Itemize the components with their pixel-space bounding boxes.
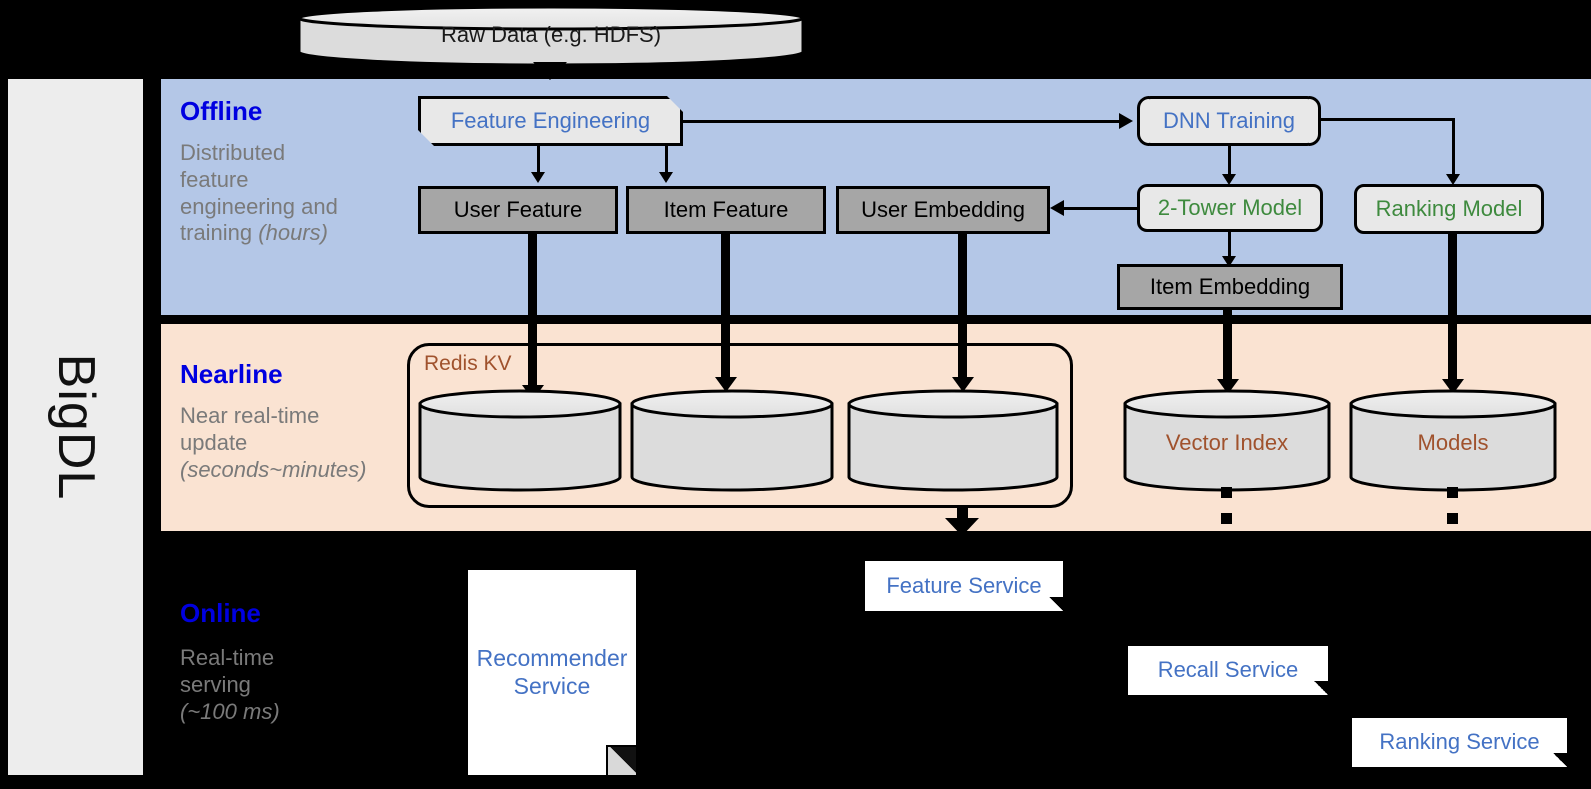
- online-title: Online: [180, 598, 261, 628]
- connector-redis-featureservice-arrow: [945, 518, 979, 536]
- item-feature-label: Item Feature: [663, 197, 789, 222]
- vector-index-label: Vector Index: [1165, 429, 1289, 455]
- document-fold-icon: [1553, 753, 1567, 767]
- two-tower-model-label: 2-Tower Model: [1157, 195, 1303, 220]
- offline-description: Distributed feature engineering and trai…: [180, 140, 395, 247]
- connector-models-ranking-stub2: [1447, 513, 1458, 524]
- recommender-service-label-l2: Service: [513, 672, 591, 699]
- user-embedding-label: User Embedding: [861, 197, 1025, 222]
- connector-twotower-itememb-line: [1228, 232, 1231, 260]
- nearline-title: Nearline: [180, 359, 283, 389]
- offline-title: Offline: [180, 96, 263, 126]
- connector-fe-dnn-arrow: [1119, 113, 1133, 129]
- ranking-service-label: Ranking Service: [1379, 729, 1540, 755]
- offline-desc-l3: engineering and: [180, 193, 338, 219]
- raw-data-label: Raw Data (e.g. HDFS): [440, 22, 662, 47]
- connector-twotower-userembedding-line: [1063, 207, 1139, 210]
- connector-fe-itemfeature-line: [665, 146, 668, 174]
- connector-twotower-userembedding-arrow: [1050, 200, 1064, 216]
- recall-service-label: Recall Service: [1157, 657, 1299, 683]
- connector-rawdata-fe-arrow: [533, 62, 567, 80]
- vector-index-cylinder[interactable]: Vector Index: [1122, 388, 1332, 493]
- models-cylinder[interactable]: Models: [1348, 388, 1558, 493]
- connector-userfeature-store-line: [528, 232, 537, 393]
- connector-dnn-twotower-line: [1228, 146, 1231, 176]
- connector-dnn-ranking-h: [1321, 118, 1455, 121]
- connector-fe-userfeature-line: [537, 146, 540, 174]
- online-desc-l1: Real-time: [180, 645, 275, 670]
- redis-kv-container: [407, 343, 1073, 508]
- offline-desc-l1: Distributed: [180, 140, 286, 165]
- user-feature-label: User Feature: [453, 197, 583, 222]
- connector-fe-itemfeature-arrow: [659, 172, 673, 183]
- connector-rankingmodel-models-line: [1448, 232, 1457, 387]
- recommender-service-label-l1: Recommender: [476, 644, 628, 671]
- document-fold-icon: [1314, 681, 1328, 695]
- nearline-description: Near real-time update (seconds~minutes): [180, 403, 410, 483]
- item-feature-node[interactable]: Item Feature: [626, 186, 826, 234]
- connector-vectorindex-recall-stub1: [1221, 487, 1232, 498]
- user-embedding-store-cylinder[interactable]: [846, 388, 1060, 493]
- connector-models-ranking-stub1: [1447, 487, 1458, 498]
- connector-fe-userfeature-arrow: [531, 172, 545, 183]
- connector-dnn-ranking-arrow: [1446, 174, 1460, 185]
- connector-fe-dnn-line: [683, 120, 1121, 123]
- document-fold-icon: [606, 745, 636, 775]
- nearline-desc-time: (seconds~minutes): [180, 456, 367, 482]
- user-feature-store-cylinder[interactable]: [417, 388, 623, 493]
- connector-itememb-vectorindex-line: [1223, 308, 1232, 387]
- redis-kv-label: Redis KV: [424, 352, 512, 375]
- connector-dnn-ranking-v: [1452, 118, 1455, 176]
- item-feature-store-cylinder[interactable]: [629, 388, 835, 493]
- feature-engineering-node[interactable]: Feature Engineering: [418, 96, 683, 146]
- connector-dnn-twotower-arrow: [1222, 174, 1236, 185]
- online-desc-time: (~100 ms): [180, 698, 280, 724]
- connector-itemfeature-store-arrow: [715, 377, 737, 392]
- ranking-model-label: Ranking Model: [1375, 196, 1523, 221]
- offline-desc-l2: feature: [180, 166, 249, 192]
- nearline-desc-l1: Near real-time: [180, 403, 320, 428]
- connector-redis-featureservice-stub: [957, 508, 968, 519]
- nearline-desc-l2: update: [180, 429, 248, 455]
- dnn-training-label: DNN Training: [1162, 108, 1296, 133]
- feature-engineering-label: Feature Engineering: [450, 108, 651, 133]
- recommender-service-node[interactable]: Recommender Service: [468, 570, 636, 775]
- connector-userembedding-store-line: [958, 232, 967, 385]
- dnn-training-node[interactable]: DNN Training: [1137, 96, 1321, 146]
- connector-itemfeature-store-line: [721, 232, 730, 385]
- user-embedding-node[interactable]: User Embedding: [836, 186, 1050, 234]
- online-desc-l2: serving: [180, 671, 251, 697]
- ranking-service-node[interactable]: Ranking Service: [1352, 718, 1567, 767]
- bigdl-label: BigDL: [46, 353, 105, 501]
- raw-data-cylinder: Raw Data (e.g. HDFS): [296, 4, 806, 66]
- online-description: Real-time serving (~100 ms): [180, 645, 400, 725]
- item-embedding-label: Item Embedding: [1149, 274, 1311, 299]
- bigdl-sidebar: BigDL: [6, 77, 145, 777]
- connector-userembedding-store-arrow: [952, 377, 974, 392]
- recall-service-node[interactable]: Recall Service: [1128, 646, 1328, 695]
- offline-desc-l4: training (hours): [180, 220, 328, 246]
- models-label: Models: [1417, 429, 1489, 455]
- user-feature-node[interactable]: User Feature: [418, 186, 618, 234]
- ranking-model-node[interactable]: Ranking Model: [1354, 184, 1544, 234]
- two-tower-model-node[interactable]: 2-Tower Model: [1137, 184, 1323, 232]
- feature-service-node[interactable]: Feature Service: [865, 561, 1063, 611]
- document-fold-icon: [1049, 597, 1063, 611]
- feature-service-label: Feature Service: [886, 572, 1042, 598]
- connector-vectorindex-recall-stub2: [1221, 513, 1232, 524]
- item-embedding-node[interactable]: Item Embedding: [1117, 264, 1343, 310]
- connector-twotower-itememb-arrow: [1222, 256, 1236, 267]
